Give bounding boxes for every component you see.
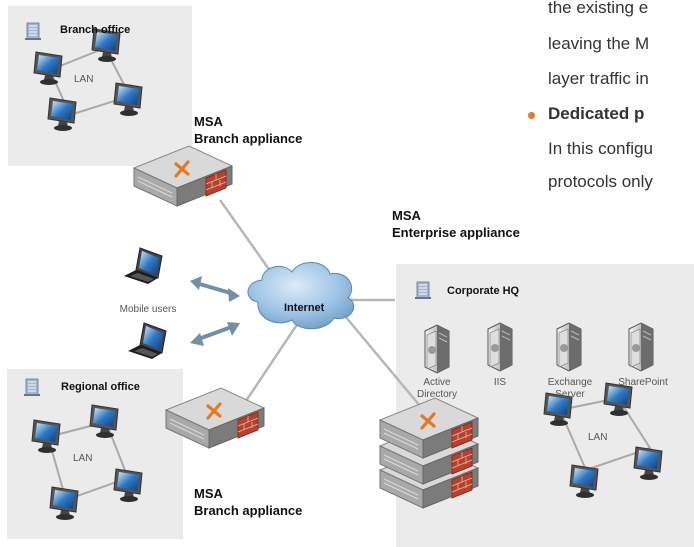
bullet-dot: [528, 112, 535, 119]
server-icon: [628, 322, 654, 372]
internet-label: Internet: [284, 302, 325, 314]
body-text-line: the existing e: [548, 0, 649, 17]
monitor-icon: [47, 97, 77, 132]
monitor-icon: [633, 446, 663, 481]
regional-office-title: Regional office: [61, 381, 140, 393]
server-label: Exchange Server: [547, 377, 593, 400]
monitor-icon: [113, 82, 143, 117]
body-text-line: protocols only: [548, 172, 653, 191]
mobile-users-label: Mobile users: [119, 304, 177, 315]
regional-office-box: [7, 369, 183, 539]
monitor-icon: [569, 464, 599, 499]
mobile-arrows: [190, 276, 240, 346]
enterprise-appliance: [378, 396, 480, 510]
monitor-icon: [33, 51, 63, 86]
monitor-icon: [31, 419, 61, 454]
appliance-label: MSA Branch appliance: [194, 113, 302, 147]
body-text-line: layer traffic in: [548, 69, 649, 88]
body-text-line: leaving the M: [548, 34, 650, 53]
appliance-line: Enterprise appliance: [392, 225, 520, 240]
corporate-hq-title: Corporate HQ: [447, 285, 520, 297]
monitor-icon: [49, 486, 79, 521]
lan-label: LAN: [73, 453, 93, 464]
server-icon: [556, 322, 582, 372]
appliance-label: MSA Branch appliance: [194, 485, 302, 519]
bullet-heading: Dedicated p: [548, 104, 645, 123]
laptop-icon: [123, 247, 163, 285]
building-icon: [23, 378, 41, 397]
server-label: SharePoint: [618, 377, 668, 388]
branch-office-title: Branch office: [60, 24, 131, 36]
hq-lan: [558, 396, 652, 472]
server-label: IIS: [493, 377, 507, 388]
appliance-line: MSA: [194, 486, 223, 501]
building-icon: [24, 22, 42, 41]
lan-label: LAN: [74, 74, 94, 85]
monitor-icon: [89, 404, 119, 439]
laptop-icon: [127, 322, 167, 360]
appliance-line: MSA: [194, 114, 223, 129]
internet-cloud: [247, 262, 355, 330]
server-icon: [424, 324, 450, 374]
appliance-line: MSA: [392, 208, 421, 223]
appliance-line: Branch appliance: [194, 131, 303, 146]
appliance-icon: [132, 144, 234, 208]
monitor-icon: [113, 468, 143, 503]
body-text-line: In this configu: [548, 139, 653, 158]
lan-label: LAN: [588, 432, 608, 443]
server-label: Active Directory: [416, 377, 457, 400]
appliance-line: Branch appliance: [194, 503, 303, 518]
appliance-label: MSA Enterprise appliance: [392, 207, 520, 241]
building-icon: [414, 281, 432, 300]
server-icon: [487, 322, 513, 372]
